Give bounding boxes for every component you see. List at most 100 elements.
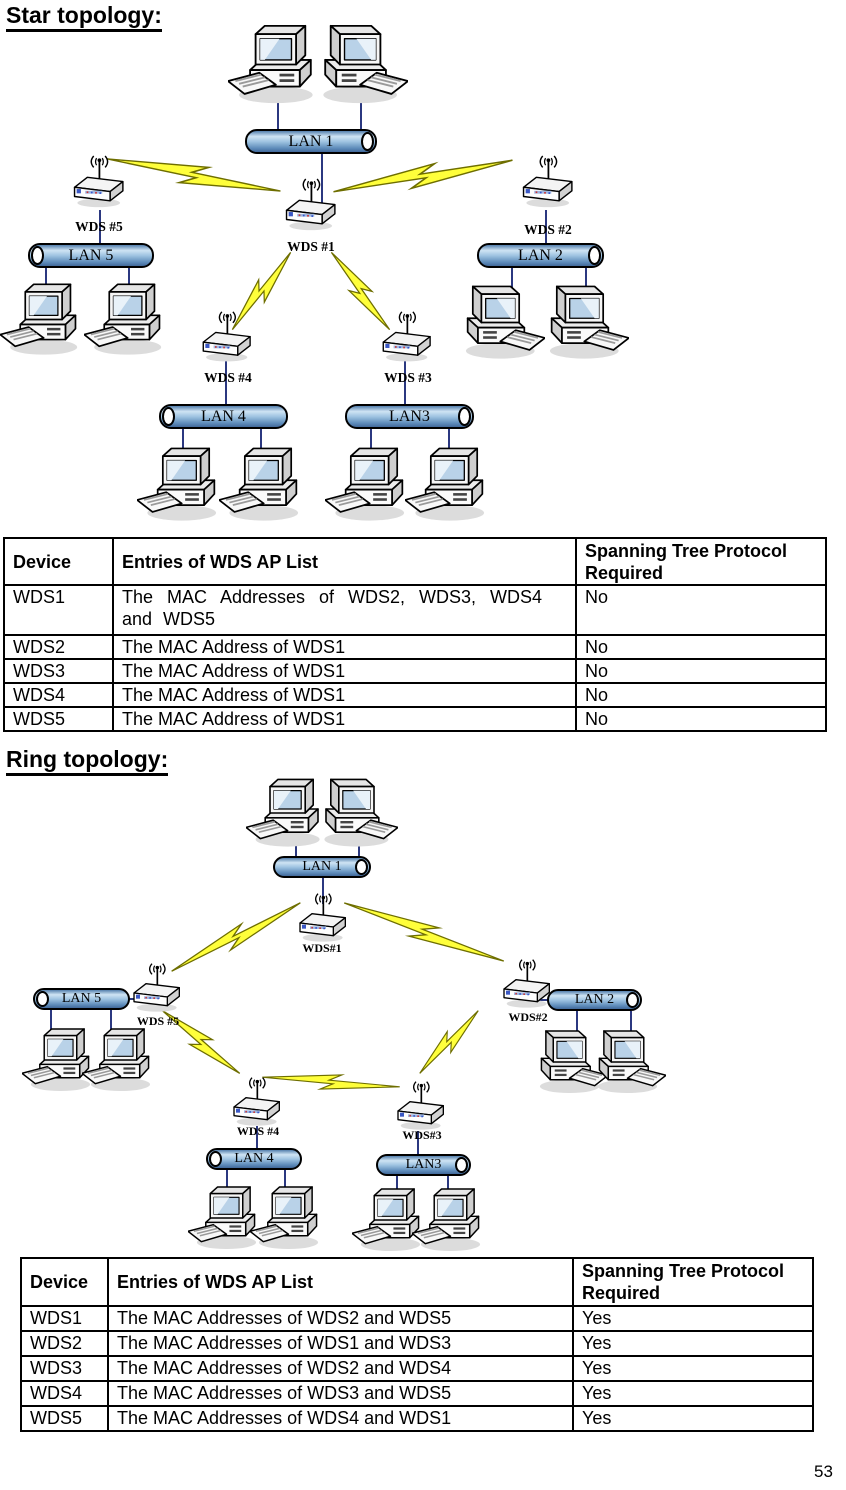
lan4-label: LAN 4	[201, 407, 246, 425]
lan5-cylinder: LAN 5	[33, 988, 130, 1010]
connector-line	[360, 96, 362, 130]
connector-line	[447, 1176, 449, 1190]
table-cell-device: WDS1	[3, 584, 114, 636]
wds4-label: WDS #4	[236, 1124, 280, 1138]
table-cell-stp: No	[575, 682, 827, 708]
lan1-cylinder: LAN 1	[245, 129, 377, 154]
table-row: WDS4 The MAC Addresses of WDS3 and WDS5 …	[20, 1380, 814, 1407]
wds3-label: WDS #3	[384, 370, 432, 385]
computer-icon	[465, 285, 545, 360]
table-cell-stp: Yes	[572, 1355, 814, 1382]
table-cell-device: WDS4	[20, 1380, 109, 1407]
table-header-cell: Entries of WDS AP List	[112, 537, 577, 586]
wds2-label: WDS#2	[508, 1010, 548, 1024]
connector-line	[511, 267, 513, 291]
connector-line	[260, 429, 262, 451]
table-cell-device: WDS2	[20, 1330, 109, 1357]
connector-line	[99, 210, 101, 244]
computer-icon	[246, 778, 321, 848]
lan2-cylinder: LAN 2	[477, 243, 604, 268]
wds4-access-point-icon	[202, 310, 251, 363]
lan5-cylinder: LAN 5	[28, 243, 154, 268]
wds5-access-point-icon	[73, 155, 124, 209]
table-cell-entries: The MAC Address of WDS1	[112, 682, 577, 708]
computer-icon	[323, 778, 398, 848]
lan2-label: LAN 2	[574, 992, 615, 1007]
table-cell-device: WDS5	[20, 1405, 109, 1432]
table-cell-stp: No	[575, 658, 827, 684]
table-cell-entries: The MAC Addresses of WDS1 and WDS3	[107, 1330, 574, 1357]
table-header-cell: Device	[3, 537, 114, 586]
star-topology-heading: Star topology:	[6, 2, 162, 32]
wds2-access-point-icon	[522, 155, 573, 209]
computer-icon	[405, 447, 485, 522]
table-cell-device: WDS4	[3, 682, 114, 708]
computer-icon	[219, 447, 299, 522]
wds3-access-point-icon	[382, 310, 431, 363]
wds1-label: WDS #1	[287, 239, 335, 254]
lan1-cylinder: LAN 1	[273, 856, 371, 878]
lan4-cylinder: LAN 4	[206, 1148, 302, 1170]
table-row: WDS3 The MAC Addresses of WDS2 and WDS4 …	[20, 1355, 814, 1382]
lan3-label: LAN3	[389, 407, 430, 425]
table-cell-device: WDS5	[3, 706, 114, 732]
wds2-label: WDS #2	[524, 222, 572, 237]
lan4-cylinder: LAN 4	[159, 404, 288, 429]
computer-icon	[228, 24, 314, 105]
table-row: WDS1 The MAC Addresses of WDS2 and WDS5 …	[20, 1305, 814, 1332]
connector-line	[396, 1176, 398, 1190]
connector-line	[256, 1126, 258, 1150]
connector-line	[226, 1170, 228, 1188]
computer-icon	[0, 283, 78, 356]
connector-line	[295, 838, 297, 858]
connector-line	[128, 267, 130, 289]
computer-icon	[325, 447, 405, 522]
table-cell-entries-text: The MAC Addresses of WDS2, WDS3, WDS4 an…	[122, 587, 542, 629]
table-cell-stp: No	[575, 706, 827, 732]
wds4-label: WDS #4	[204, 370, 252, 385]
table-header-row: Device Entries of WDS AP List Spanning T…	[20, 1257, 814, 1307]
lan4-label: LAN 4	[234, 1151, 274, 1166]
table-row: WDS1 The MAC Addresses of WDS2, WDS3, WD…	[3, 584, 827, 636]
table-row: WDS2 The MAC Address of WDS1 No	[3, 634, 827, 660]
ring-topology-heading-text: Ring topology:	[6, 746, 169, 776]
table-cell-entries: The MAC Addresses of WDS4 and WDS1	[107, 1405, 574, 1432]
connector-line	[576, 1011, 578, 1033]
connector-line	[545, 210, 547, 243]
connector-line	[630, 1011, 632, 1033]
lan5-label: LAN 5	[68, 246, 114, 264]
connector-line	[277, 96, 279, 130]
wds5-label: WDS #5	[136, 1014, 180, 1028]
connector-line	[585, 267, 587, 291]
table-row: WDS5 The MAC Addresses of WDS4 and WDS1 …	[20, 1405, 814, 1432]
wds5-access-point-icon	[133, 962, 181, 1013]
wds2-access-point-icon	[503, 958, 551, 1009]
connector-line	[322, 878, 324, 904]
lan1-label: LAN 1	[302, 859, 342, 874]
table-cell-stp: Yes	[572, 1305, 814, 1332]
connector-line	[225, 360, 227, 406]
table-header-cell: Spanning Tree Protocol Required	[572, 1257, 814, 1307]
computer-icon	[250, 1186, 319, 1250]
table-cell-stp: No	[575, 634, 827, 660]
computer-icon	[549, 285, 629, 360]
connector-line	[110, 1010, 112, 1030]
connector-line	[358, 838, 360, 858]
lan5-label: LAN 5	[61, 991, 102, 1006]
computer-icon	[597, 1030, 666, 1094]
wds3-label: WDS#3	[402, 1128, 442, 1142]
table-cell-stp: Yes	[572, 1405, 814, 1432]
table-cell-stp: Yes	[572, 1330, 814, 1357]
computer-icon	[137, 447, 217, 522]
table-row: WDS4 The MAC Address of WDS1 No	[3, 682, 827, 708]
computer-icon	[82, 1028, 151, 1092]
table-cell-entries: The MAC Addresses of WDS3 and WDS5	[107, 1380, 574, 1407]
lan1-label: LAN 1	[288, 132, 334, 150]
connector-line	[284, 1170, 286, 1188]
table-cell-entries: The MAC Addresses of WDS2 and WDS4	[107, 1355, 574, 1382]
lan3-label: LAN3	[405, 1157, 442, 1172]
table-cell-device: WDS3	[3, 658, 114, 684]
table-row: WDS3 The MAC Address of WDS1 No	[3, 658, 827, 684]
table-header-cell: Device	[20, 1257, 109, 1307]
